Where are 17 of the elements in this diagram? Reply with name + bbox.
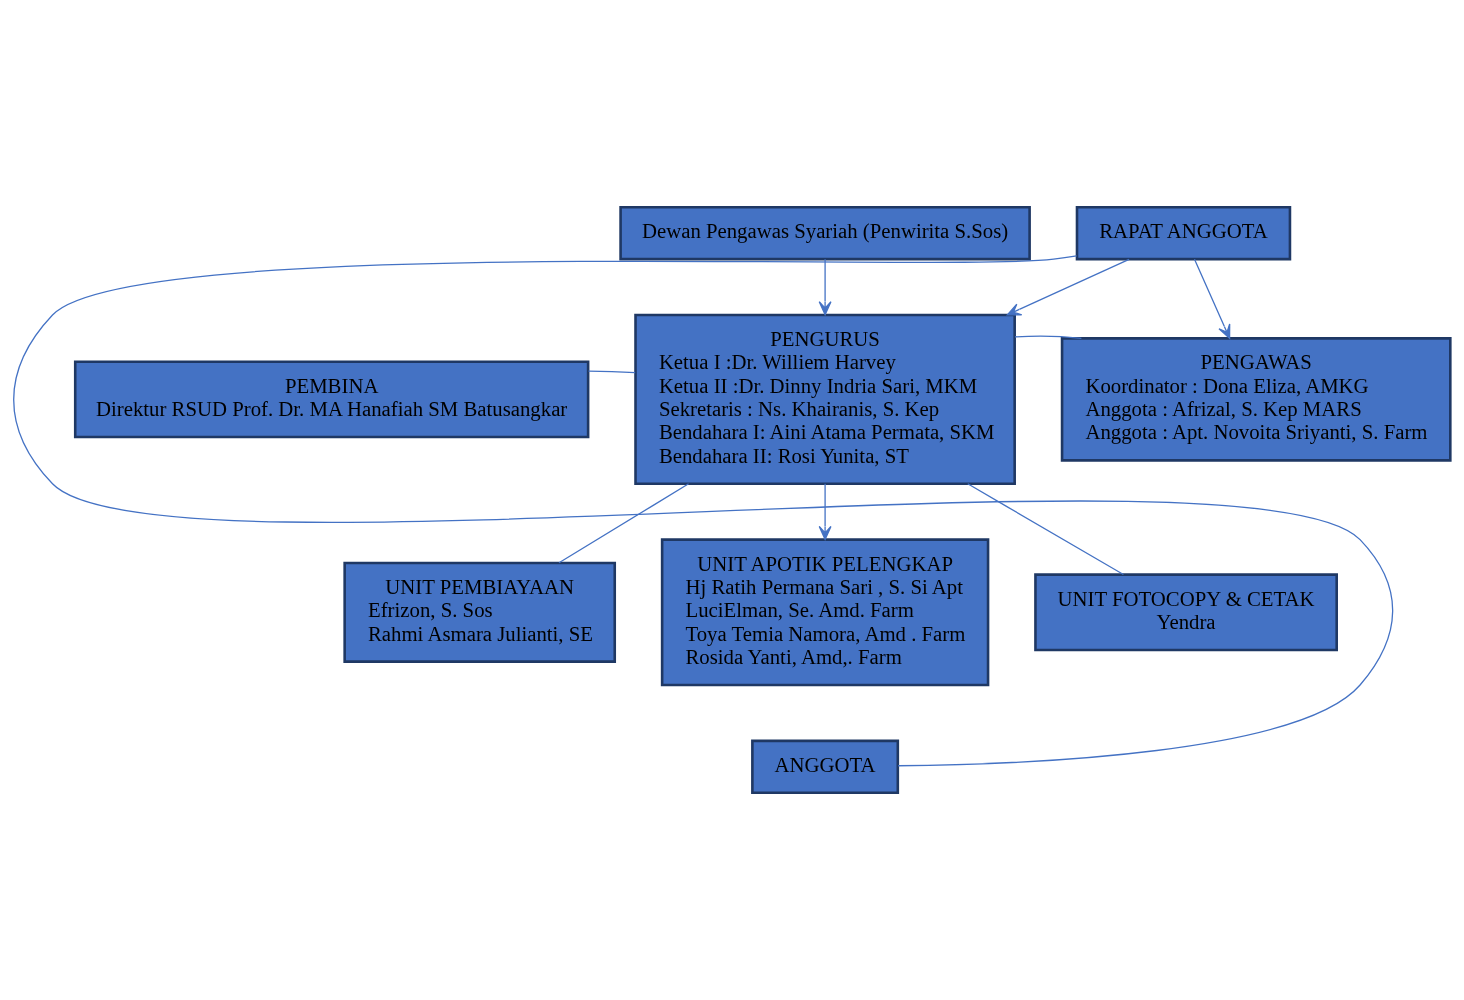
node-box: RAPAT ANGGOTA	[1075, 205, 1292, 261]
arrow	[818, 258, 832, 316]
node-box: PENGAWAS Koordinator : Dona Eliza, AMKG Anggota : Afrizal, S. Kep MARS Anggota : Apt. Novoita Sriyanti, S. Farm	[1060, 337, 1452, 462]
arrow	[1193, 258, 1231, 339]
node-box: PEMBINA Direktur RSUD Prof. Dr. MA Hanafiah SM Batusangkar	[73, 360, 590, 439]
node-box: UNIT APOTIK PELENGKAP Hj Ratih Permana Sari , S. Si Apt LuciElman, Se. Amd. Farm Toya Temia Namora, Amd . Farm Rosida Yanti, Amd,. Farm	[660, 538, 990, 687]
node-box: Dewan Pengawas Syariah (Penwirita S.Sos)	[619, 205, 1031, 261]
node-box: UNIT FOTOCOPY & CETAK Yendra	[1034, 573, 1338, 652]
connector	[967, 483, 1125, 576]
arrow	[818, 483, 832, 540]
node-box: ANGGOTA	[751, 739, 900, 795]
connector	[558, 483, 690, 564]
node-box: PENGURUS Ketua I :Dr. Williem Harvey Ketua II :Dr. Dinny Indria Sari, MKM Sekretaris : Ns. Khairanis, S. Kep Bendahara I: Aini Atama Permata, SKM Bendahara II: Rosi Yunita, ST	[634, 313, 1016, 486]
connector	[1014, 335, 1083, 339]
connector	[587, 370, 636, 374]
connector	[13, 255, 1394, 767]
node-box: UNIT PEMBIAYAAN Efrizon, S. Sos Rahmi Asmara Julianti, SE	[343, 561, 617, 663]
